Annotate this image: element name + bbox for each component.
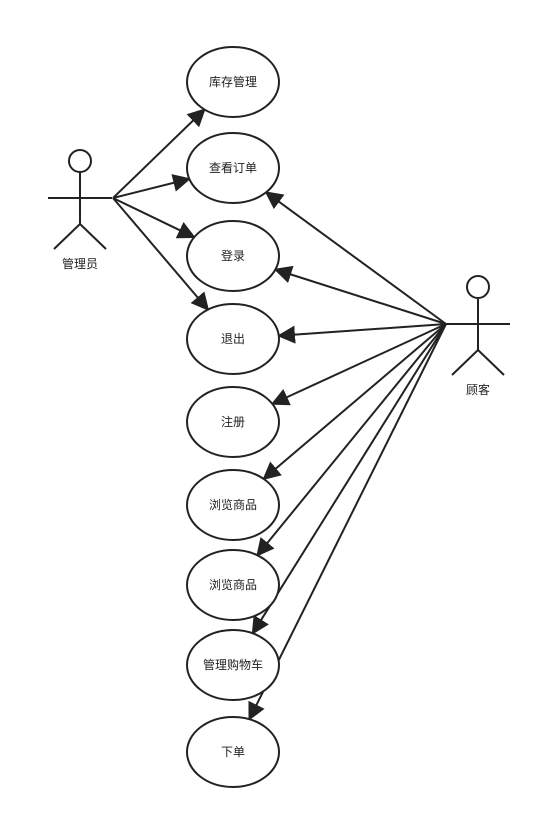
use-case-register-ellipse — [186, 386, 280, 458]
use-case-browse-products-1-ellipse — [186, 469, 280, 541]
actor-customer-left-leg — [451, 349, 479, 376]
association-customer-register — [270, 323, 447, 406]
actor-customer-head — [466, 275, 490, 299]
association-lines — [112, 108, 447, 721]
association-admin-login — [112, 197, 196, 239]
actor-customer-label: 顾客 — [466, 382, 490, 397]
association-customer-view_orders — [264, 191, 447, 325]
use-case-manage-cart-ellipse — [186, 629, 280, 701]
association-admin-logout — [112, 197, 210, 311]
use-case-register[interactable]: 注册 — [186, 386, 280, 458]
use-case-logout-label: 退出 — [221, 332, 245, 346]
association-customer-logout — [277, 323, 447, 344]
association-customer-browse2 — [256, 323, 447, 557]
use-case-place-order-label: 下单 — [221, 745, 245, 759]
actor-admin-right-leg — [79, 223, 107, 250]
use-case-place-order[interactable]: 下单 — [186, 716, 280, 788]
use-case-browse-products-1[interactable]: 浏览商品 — [186, 469, 280, 541]
association-customer-order — [248, 323, 447, 721]
use-case-logout-ellipse — [186, 303, 280, 375]
actor-admin-label: 管理员 — [62, 256, 98, 271]
actor-customer-right-leg — [477, 349, 505, 376]
use-case-inventory[interactable]: 库存管理 — [186, 46, 280, 118]
use-case-browse-products-1-label: 浏览商品 — [209, 497, 257, 512]
use-case-inventory-ellipse — [186, 46, 280, 118]
use-case-register-label: 注册 — [221, 414, 245, 429]
use-case-login-ellipse — [186, 220, 280, 292]
association-customer-browse1 — [262, 323, 447, 481]
association-customer-cart — [251, 323, 447, 635]
association-customer-login — [273, 265, 447, 325]
use-case-browse-products-2[interactable]: 浏览商品 — [186, 549, 280, 621]
actor-admin[interactable]: 管理员 — [48, 149, 112, 271]
use-case-view-orders-label: 查看订单 — [209, 161, 257, 175]
use-case-logout[interactable]: 退出 — [186, 303, 280, 375]
actor-admin-head — [68, 149, 92, 173]
use-case-login[interactable]: 登录 — [186, 220, 280, 292]
association-admin-view_orders — [112, 174, 192, 199]
actor-customer[interactable]: 顾客 — [446, 275, 510, 397]
use-case-manage-cart-label: 管理购物车 — [203, 657, 263, 672]
use-case-view-orders-ellipse — [186, 132, 280, 204]
use-case-inventory-label: 库存管理 — [209, 74, 257, 89]
use-case-manage-cart[interactable]: 管理购物车 — [186, 629, 280, 701]
actor-admin-left-leg — [53, 223, 81, 250]
association-admin-inventory — [112, 108, 206, 199]
use-case-browse-products-2-ellipse — [186, 549, 280, 621]
use-case-view-orders[interactable]: 查看订单 — [186, 132, 280, 204]
use-case-browse-products-2-label: 浏览商品 — [209, 577, 257, 592]
use-case-login-label: 登录 — [221, 248, 245, 263]
use-case-place-order-ellipse — [186, 716, 280, 788]
